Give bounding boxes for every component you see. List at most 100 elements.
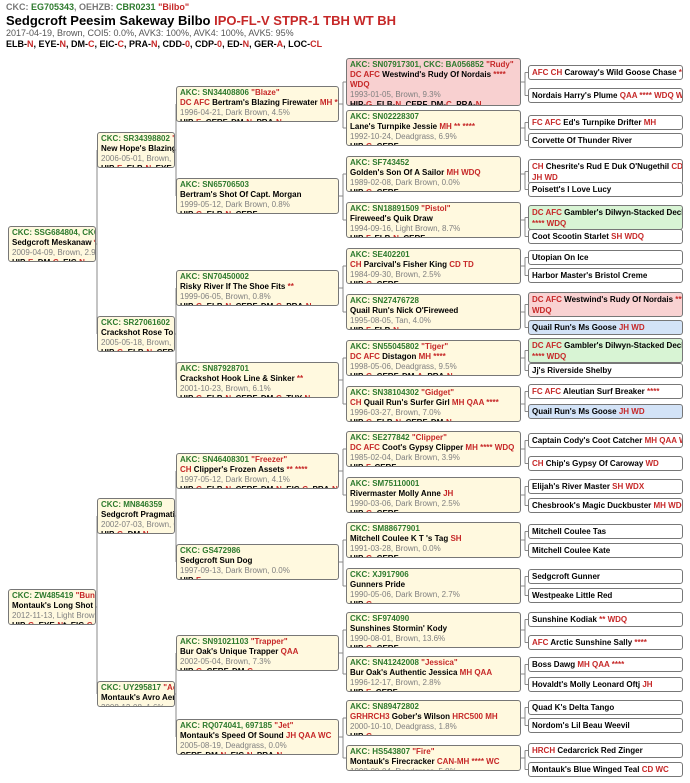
- pedigree-ancestor-card[interactable]: AKC: SN07917301, CKC: BA056852 "Rudy"DC …: [346, 58, 521, 106]
- pedigree-leaf-card[interactable]: FC AFC Aleutian Surf Breaker ****: [528, 384, 683, 399]
- pedigree-ancestor-card[interactable]: AKC: SN41242008 "Jessica"Bur Oak's Authe…: [346, 656, 521, 692]
- registration-part: SN38104302: [372, 388, 419, 397]
- pedigree-ancestor-card[interactable]: AKC: HS543807 "Fire"Montauk's Firecracke…: [346, 745, 521, 771]
- pedigree-ancestor-card[interactable]: AKC: SN34408806 "Blaze"DC AFC Bertram's …: [176, 86, 339, 122]
- pedigree-ancestor-card[interactable]: AKC: SN38104302 "Gidget"CH Quail Run's S…: [346, 386, 521, 422]
- pedigree-leaf-card[interactable]: Corvette Of Thunder River: [528, 133, 683, 148]
- health-part: F: [366, 234, 370, 237]
- pedigree-ancestor-card[interactable]: CKC: UY295817 "Aero"Montauk's Avro Aero …: [97, 681, 175, 707]
- name-part: ****: [484, 398, 499, 407]
- pedigree-ancestor-card[interactable]: AKC: SN55045802 "Tiger"DC AFC Distagon M…: [346, 340, 521, 376]
- pedigree-leaf-card[interactable]: DC AFC Gambler's Dilwyn-Stacked Deck MH*…: [528, 338, 683, 363]
- leaf-name: FC AFC Aleutian Surf Breaker ****: [532, 386, 679, 397]
- leaf-name-part: Nordais Harry's Plume: [532, 91, 620, 100]
- pedigree-ancestor-card[interactable]: CKC: SR34398802 "Crash"New Hope's Blazin…: [97, 132, 175, 168]
- health-part: , CERF, DM-: [231, 394, 276, 397]
- ancestor-info: 1996-12-17, Brown, 2.8%: [350, 678, 441, 687]
- registration-part: "Trapper": [248, 637, 288, 646]
- pedigree-leaf-card[interactable]: Mitchell Coulee Kate: [528, 543, 683, 558]
- name-part: MH: [439, 122, 452, 131]
- pedigree-leaf-card[interactable]: CH Chesrite's Rud E Duk O'Nugethil CDXJH…: [528, 159, 683, 184]
- pedigree-leaf-card[interactable]: HRCH Cedarcrick Red Zinger: [528, 743, 683, 758]
- pedigree-ancestor-card[interactable]: AKC: RQ074041, 697185 "Jet"Montauk's Spe…: [176, 719, 339, 755]
- leaf-name-part: Sunshine Kodiak: [532, 615, 600, 624]
- name-part: DC AFC: [350, 352, 383, 361]
- pedigree-leaf-card[interactable]: AFC Arctic Sunshine Sally ****: [528, 635, 683, 650]
- pedigree-leaf-card[interactable]: DC AFC Westwind's Rudy Of Nordais ****WD…: [528, 292, 683, 317]
- name-part: Montauk's Firecracker: [350, 757, 437, 766]
- pedigree-leaf-card[interactable]: Coot Scootin Starlet SH WDQ: [528, 229, 683, 244]
- pedigree-ancestor-card[interactable]: AKC: SN46408301 "Freezer"CH Clipper's Fr…: [176, 453, 339, 489]
- health-part: HIP-: [101, 348, 117, 351]
- ancestor-health: HIP-F, ELB-N: [350, 326, 517, 329]
- pedigree-leaf-card[interactable]: Harbor Master's Bristol Creme: [528, 268, 683, 283]
- pedigree-leaf-card[interactable]: Sedgcroft Gunner: [528, 569, 683, 584]
- pedigree-leaf-card[interactable]: Hovaldt's Molly Leonard Oftj JH: [528, 677, 683, 692]
- pedigree-leaf-card[interactable]: Quail Run's Ms Goose JH WD: [528, 320, 683, 335]
- pedigree-ancestor-card[interactable]: AKC: SN91021103 "Trapper"Bur Oak's Uniqu…: [176, 635, 339, 671]
- registration-part: AKC:: [350, 433, 373, 442]
- pedigree-leaf-card[interactable]: Elijah's River Master SH WDX: [528, 479, 683, 494]
- call-name: "Bilbo": [155, 2, 190, 12]
- name-part: MH WDQ: [446, 168, 481, 177]
- health-result: CL: [310, 39, 323, 49]
- health-part: , PRA-: [308, 485, 332, 488]
- pedigree-leaf-card[interactable]: Nordom's Lil Beau Weevil: [528, 718, 683, 733]
- pedigree-leaf-card[interactable]: Quail Run's Ms Goose JH WD: [528, 404, 683, 419]
- pedigree-leaf-card[interactable]: Poisett's I Love Lucy: [528, 182, 683, 197]
- name-part: Lane's Turnpike Jessie: [350, 122, 440, 131]
- pedigree-leaf-card[interactable]: Utopian On Ice: [528, 250, 683, 265]
- pedigree-leaf-card[interactable]: Mitchell Coulee Tas: [528, 524, 683, 539]
- leaf-name: Coot Scootin Starlet SH WDQ: [532, 231, 679, 242]
- leaf-name-part: WDQ: [544, 352, 567, 361]
- pedigree-leaf-card[interactable]: AFC CH Caroway's Wild Goose Chase ****: [528, 65, 683, 80]
- pedigree-ancestor-card[interactable]: AKC: SE277842 "Clipper"DC AFC Coot's Gyp…: [346, 431, 521, 467]
- pedigree-leaf-card[interactable]: Chesbrook's Magic Duckbuster MH WDQ: [528, 498, 683, 513]
- ancestor-name: Quail Run's Nick O'Fireweed: [350, 306, 517, 316]
- pedigree-ancestor-card[interactable]: CKC: SSG684804, CKC: 1107645 "Roady"Sedg…: [8, 226, 96, 262]
- pedigree-leaf-card[interactable]: Jj's Riverside Shelby: [528, 363, 683, 378]
- registration-part: "Bunkins": [75, 591, 95, 600]
- pedigree-leaf-card[interactable]: Westpeake Little Red: [528, 588, 683, 603]
- health-part: N: [247, 751, 253, 754]
- name-part: WDQ: [492, 443, 515, 452]
- pedigree-ancestor-card[interactable]: AKC: SN18891509 "Pistol"Fireweed's Quik …: [346, 202, 521, 238]
- registration-part: SE402201: [372, 250, 410, 259]
- health-part: HIP-: [12, 258, 28, 261]
- registration-part: "Jet": [272, 721, 294, 730]
- ancestor-registration: CKC: UY295817 "Aero": [101, 683, 174, 693]
- reg-number-2: CBR0231: [116, 2, 156, 12]
- pedigree-ancestor-card[interactable]: CKC: ZW485419 "Bunkins"Montauk's Long Sh…: [8, 589, 96, 625]
- pedigree-leaf-card[interactable]: Sunshine Kodiak ** WDQ: [528, 612, 683, 627]
- pedigree-leaf-card[interactable]: Nordais Harry's Plume QAA **** WDQ WCX: [528, 88, 683, 103]
- pedigree-leaf-card[interactable]: Montauk's Blue Winged Teal CD WC: [528, 762, 683, 777]
- pedigree-leaf-card[interactable]: DC AFC Gambler's Dilwyn-Stacked Deck MH*…: [528, 205, 683, 230]
- ancestor-name: DC AFC Westwind's Rudy Of Nordais ****: [350, 70, 517, 80]
- pedigree-leaf-card[interactable]: Quad K's Delta Tango: [528, 700, 683, 715]
- registration-part: CKC:: [12, 228, 35, 237]
- health-part: , CERF: [370, 463, 396, 466]
- ancestor-registration: CKC: GS472986: [180, 546, 335, 556]
- pedigree-leaf-card[interactable]: Captain Cody's Coot Catcher MH QAA WDQ: [528, 433, 683, 448]
- ancestor-health: HIP-G, ELB-N, CERF, DM-C, PRA-N: [350, 100, 517, 105]
- health-result: N: [242, 39, 250, 49]
- pedigree-leaf-card[interactable]: Boss Dawg MH QAA ****: [528, 657, 683, 672]
- pedigree-leaf-card[interactable]: CH Chip's Gypsy Of Caroway WD: [528, 456, 683, 471]
- pedigree-leaf-card[interactable]: FC AFC Ed's Turnpike Drifter MH: [528, 115, 683, 130]
- health-test: , CDP-: [190, 39, 218, 49]
